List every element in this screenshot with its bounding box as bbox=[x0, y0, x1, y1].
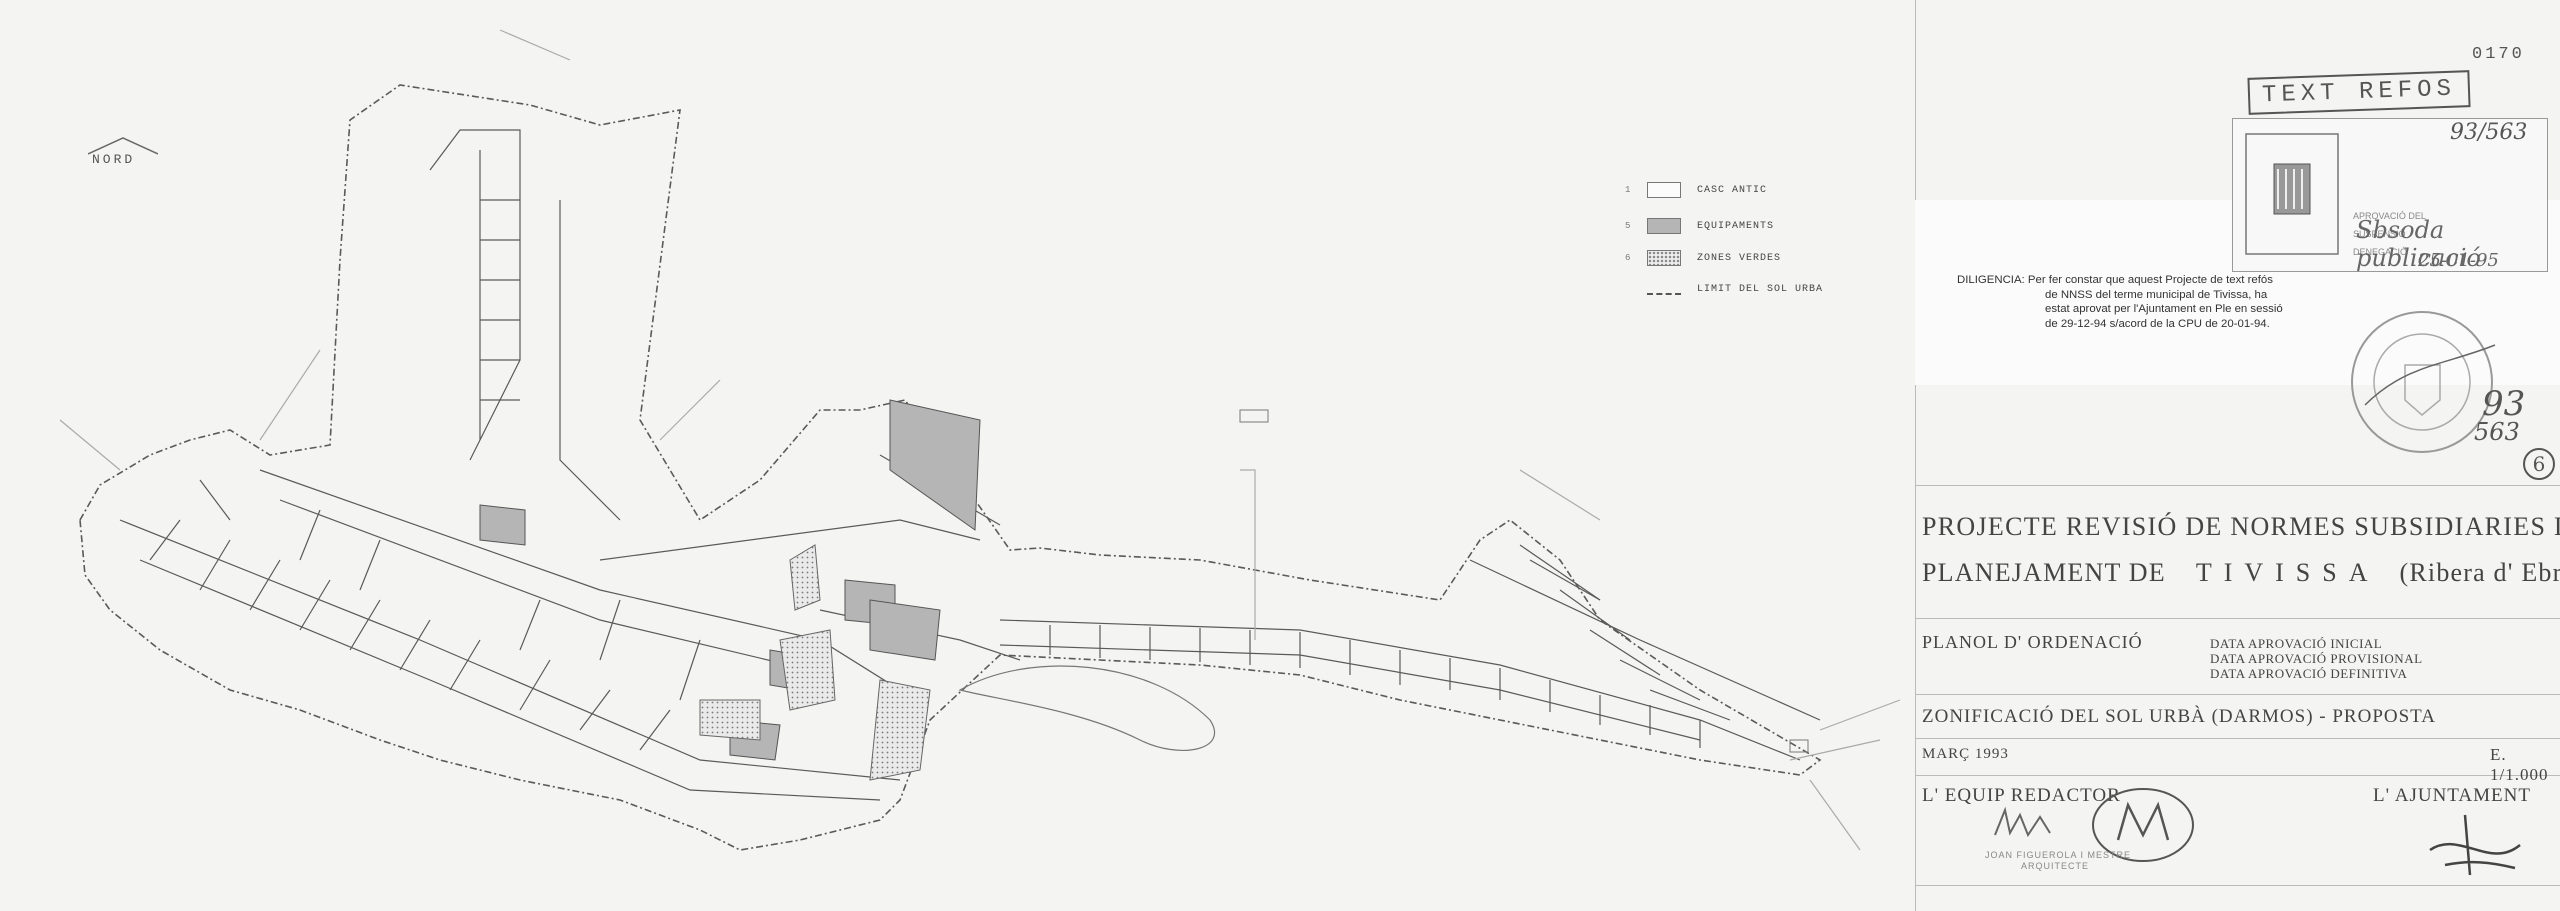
margin-note-circled: 6 bbox=[2523, 448, 2555, 480]
legend-item-zones-verdes: 6 ZONES VERDES bbox=[1625, 250, 1781, 266]
green-zone bbox=[699, 699, 761, 741]
equip-redactor-label: L' EQUIP REDACTOR bbox=[1922, 785, 2121, 806]
legend-item-equipaments: 5 EQUIPAMENTS bbox=[1625, 218, 1774, 234]
divider bbox=[1915, 885, 2560, 886]
urban-limit-line bbox=[79, 84, 1822, 851]
north-arrow-icon bbox=[88, 137, 158, 155]
equipament-block bbox=[869, 599, 941, 661]
stamp-handwritten-date: 25-01-95 bbox=[2418, 250, 2499, 271]
green-zone bbox=[789, 544, 821, 611]
ajuntament-seal-icon bbox=[2351, 311, 2496, 453]
document-number: 0170 bbox=[2472, 45, 2525, 64]
approval-dates: DATA APROVACIÓ INICIAL DATA APROVACIÓ PR… bbox=[2210, 636, 2423, 681]
equipament-block bbox=[889, 399, 981, 531]
north-label: NORD bbox=[92, 152, 136, 167]
legend-swatch bbox=[1647, 250, 1681, 266]
plan-scale: E. 1/1.000 bbox=[2490, 745, 2549, 784]
legend-item-casc-antic: 1 CASC ANTIC bbox=[1625, 182, 1767, 198]
legend-label: ZONES VERDES bbox=[1697, 252, 1782, 264]
plan-date: MARÇ 1993 bbox=[1922, 746, 2009, 762]
divider bbox=[1915, 618, 2560, 619]
architect-stamp-icon bbox=[2092, 788, 2194, 862]
legend-swatch bbox=[1647, 292, 1681, 295]
approval-date-line: DATA APROVACIÓ INICIAL bbox=[2210, 636, 2383, 651]
equipament-block bbox=[479, 504, 526, 546]
legend-swatch bbox=[1647, 218, 1681, 234]
margin-note: 93 bbox=[2482, 384, 2526, 424]
title-block bbox=[1915, 0, 2560, 911]
divider bbox=[1915, 775, 2560, 776]
green-zone bbox=[869, 679, 931, 781]
project-title-line-2: PLANEJAMENT DE TIVISSA (Ribera d' Ebre) bbox=[1922, 558, 2560, 588]
green-zone bbox=[779, 629, 836, 711]
title-block-border bbox=[1915, 0, 1916, 911]
legend-number: 6 bbox=[1625, 253, 1632, 263]
diligencia-line: estat aprovat per l'Ajuntament en Ple en… bbox=[2045, 303, 2283, 315]
mayor-signature-icon bbox=[2429, 814, 2521, 876]
generalitat-seal-icon bbox=[2245, 133, 2339, 255]
text-refos-stamp: TEXT REFOS bbox=[2247, 70, 2471, 115]
plan-type: PLANOL D' ORDENACIÓ bbox=[1922, 632, 2143, 652]
stamp-handwritten-note: Sbsoda publicació bbox=[2356, 216, 2481, 272]
margin-note: 563 bbox=[2474, 418, 2520, 446]
project-title-prefix: PLANEJAMENT DE bbox=[1922, 558, 2166, 587]
diligencia-line: de NNSS del terme municipal de Tivissa, … bbox=[2045, 288, 2268, 301]
stamp-line: SUSPENSIÓ bbox=[2353, 229, 2406, 239]
diligencia-line: DILIGENCIA: Per fer constar que aquest P… bbox=[1957, 274, 2273, 286]
stamp-line: APROVACIÓ DEL bbox=[2353, 211, 2426, 221]
plan-title: ZONIFICACIÓ DEL SOL URBÀ (DARMOS) - PROP… bbox=[1922, 706, 2436, 727]
town-plan: NORD bbox=[59, 29, 1901, 851]
divider bbox=[1915, 485, 2560, 486]
stamp-handwritten-number: 93/563 bbox=[2450, 120, 2528, 145]
stamp-line: DENEGACIÓ bbox=[2353, 247, 2408, 257]
divider bbox=[1915, 694, 2560, 695]
project-town: TIVISSA bbox=[2195, 558, 2380, 587]
architect-title-line: ARQUITECTE bbox=[2021, 861, 2090, 871]
diligencia-text: DILIGENCIA: Per fer constar que aquest P… bbox=[1957, 273, 2352, 331]
legend-number: 5 bbox=[1625, 221, 1632, 231]
project-region: (Ribera d' Ebre) bbox=[2399, 558, 2560, 587]
divider bbox=[1915, 738, 2560, 739]
architect-name-line: JOAN FIGUEROLA I MESTRE bbox=[1985, 850, 2132, 860]
approval-date-line: DATA APROVACIÓ DEFINITIVA bbox=[2210, 666, 2408, 681]
legend-label: LIMIT DEL SOL URBA bbox=[1697, 284, 1824, 295]
approval-date-line: DATA APROVACIÓ PROVISIONAL bbox=[2210, 651, 2423, 666]
ajuntament-label: L' AJUNTAMENT bbox=[2373, 785, 2531, 806]
legend-label: EQUIPAMENTS bbox=[1697, 220, 1775, 232]
architect-signature-icon bbox=[1994, 806, 2051, 838]
legend-number: 1 bbox=[1625, 185, 1632, 195]
legend-label: CASC ANTIC bbox=[1697, 184, 1768, 196]
legend-swatch bbox=[1647, 182, 1681, 198]
street-plan bbox=[59, 29, 1901, 851]
project-title-line-1: PROJECTE REVISIÓ DE NORMES SUBSIDIARIES … bbox=[1922, 512, 2560, 541]
diligencia-line: de 29-12-94 s/acord de la CPU de 20-01-9… bbox=[2045, 317, 2270, 330]
architect-name: JOAN FIGUEROLA I MESTRE ARQUITECTE bbox=[1985, 850, 2131, 872]
legend-item-limit: LIMIT DEL SOL URBA bbox=[1625, 284, 1823, 295]
